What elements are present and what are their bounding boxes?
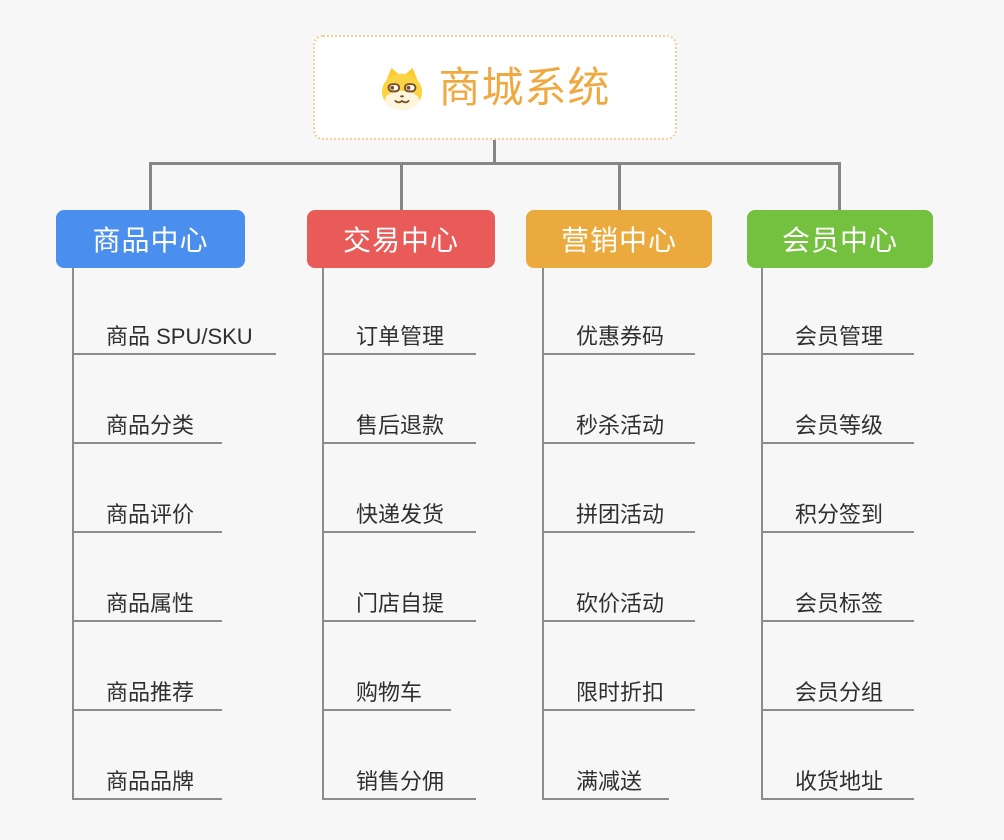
leaf-label: 秒杀活动	[576, 413, 665, 438]
leaf-label: 满减送	[576, 769, 643, 794]
leaf-label: 商品分类	[106, 413, 195, 438]
leaf-label: 会员管理	[795, 324, 884, 349]
leaf-item[interactable]: 会员等级	[761, 404, 914, 444]
leaf-label: 商品属性	[106, 591, 195, 616]
leaf-item[interactable]: 会员分组	[761, 671, 914, 711]
leaf-item[interactable]: 砍价活动	[542, 582, 695, 622]
leaf-label: 销售分佣	[356, 769, 445, 794]
leaf-label: 售后退款	[356, 413, 445, 438]
leaf-item[interactable]: 秒杀活动	[542, 404, 695, 444]
branch-spine-marketing-center	[542, 268, 544, 800]
leaf-item[interactable]: 满减送	[542, 760, 669, 800]
leaf-item[interactable]: 优惠券码	[542, 315, 695, 355]
leaf-label: 商品品牌	[106, 769, 195, 794]
connector-horizontal-bar	[149, 162, 841, 165]
leaf-item[interactable]: 快递发货	[322, 493, 476, 533]
leaf-label: 会员等级	[795, 413, 884, 438]
branch-header-marketing-center[interactable]: 营销中心	[526, 210, 712, 268]
branch-header-trade-center[interactable]: 交易中心	[307, 210, 495, 268]
leaf-label: 门店自提	[356, 591, 445, 616]
leaf-label: 会员标签	[795, 591, 884, 616]
leaf-item[interactable]: 商品推荐	[72, 671, 222, 711]
connector-drop-3	[618, 162, 621, 210]
leaf-label: 会员分组	[795, 680, 884, 705]
leaf-label: 积分签到	[795, 502, 884, 527]
leaf-item[interactable]: 限时折扣	[542, 671, 695, 711]
leaf-item[interactable]: 销售分佣	[322, 760, 476, 800]
leaf-label: 砍价活动	[576, 591, 665, 616]
leaf-item[interactable]: 订单管理	[322, 315, 476, 355]
leaf-label: 快递发货	[356, 502, 445, 527]
branch-spine-member-center	[761, 268, 763, 800]
leaf-item[interactable]: 售后退款	[322, 404, 476, 444]
branch-header-member-center[interactable]: 会员中心	[747, 210, 933, 268]
leaf-item[interactable]: 购物车	[322, 671, 451, 711]
branch-spine-trade-center	[322, 268, 324, 800]
leaf-item[interactable]: 商品属性	[72, 582, 222, 622]
leaf-label: 拼团活动	[576, 502, 665, 527]
leaf-item[interactable]: 商品 SPU/SKU	[72, 315, 276, 355]
connector-drop-2	[400, 162, 403, 210]
shiba-dog-icon	[379, 65, 425, 111]
leaf-item[interactable]: 拼团活动	[542, 493, 695, 533]
leaf-item[interactable]: 会员标签	[761, 582, 914, 622]
leaf-label: 商品 SPU/SKU	[106, 324, 253, 349]
branch-spine-product-center	[72, 268, 74, 800]
leaf-label: 限时折扣	[576, 680, 665, 705]
leaf-label: 商品推荐	[106, 680, 195, 705]
root-title: 商城系统	[438, 63, 611, 111]
leaf-item[interactable]: 会员管理	[761, 315, 914, 355]
leaf-label: 优惠券码	[576, 324, 665, 349]
branch-header-product-center[interactable]: 商品中心	[56, 210, 245, 268]
leaf-label: 订单管理	[356, 324, 445, 349]
leaf-item[interactable]: 商品评价	[72, 493, 222, 533]
leaf-item[interactable]: 商品品牌	[72, 760, 222, 800]
leaf-label: 购物车	[356, 680, 423, 705]
leaf-item[interactable]: 商品分类	[72, 404, 222, 444]
leaf-item[interactable]: 积分签到	[761, 493, 914, 533]
leaf-label: 收货地址	[795, 769, 884, 794]
root-node[interactable]: 商城系统	[313, 35, 677, 140]
connector-drop-4	[838, 162, 841, 210]
leaf-label: 商品评价	[106, 502, 195, 527]
connector-drop-1	[149, 162, 152, 210]
leaf-item[interactable]: 门店自提	[322, 582, 476, 622]
leaf-item[interactable]: 收货地址	[761, 760, 914, 800]
connector-root-stem	[493, 140, 496, 164]
